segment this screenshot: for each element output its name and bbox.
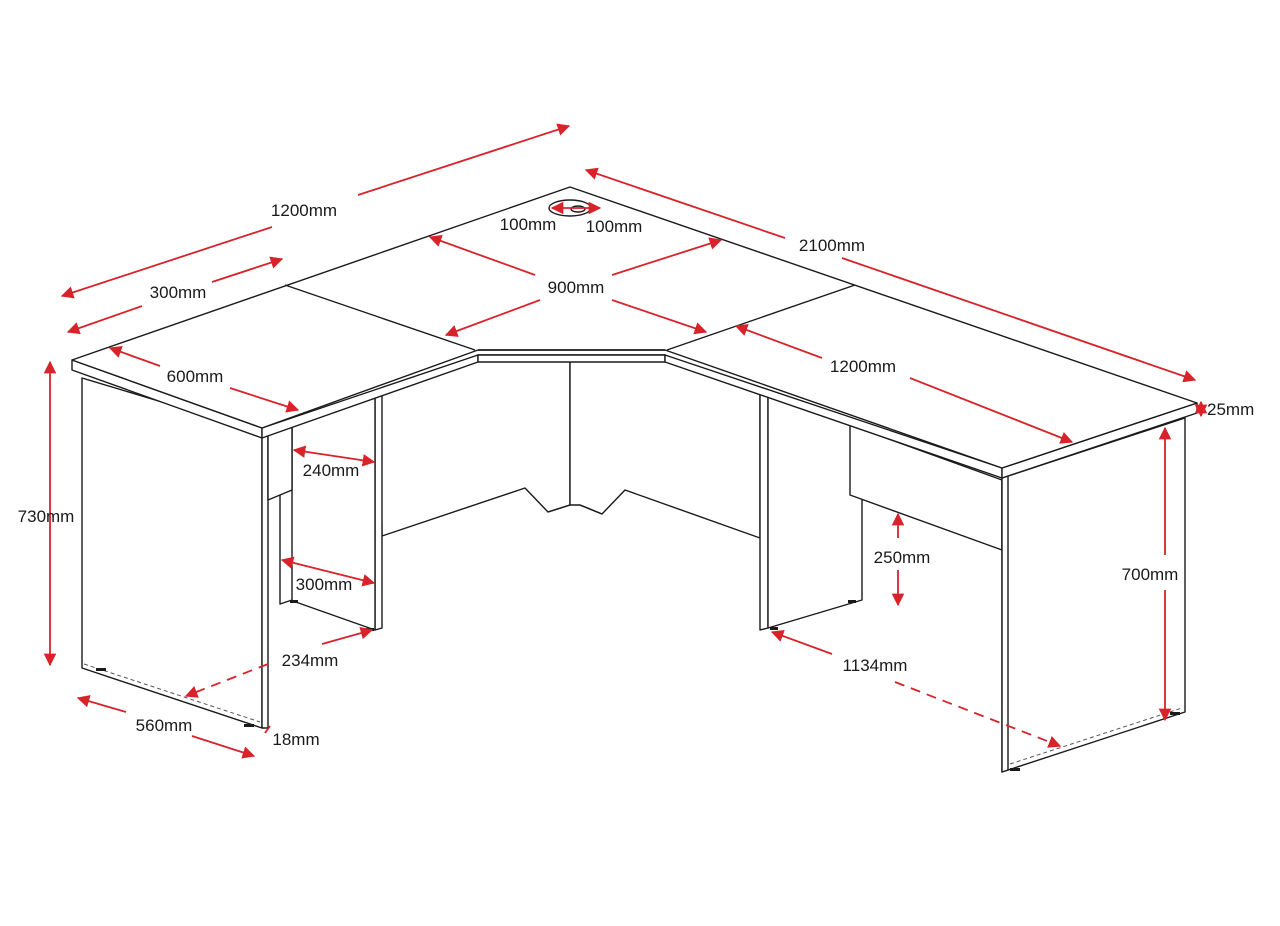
dim-arrow-560-a: [76, 695, 127, 713]
dim-arrow-300-leg: [280, 556, 376, 587]
dim-arrow-240: [292, 445, 376, 467]
label-overall-left: 1200mm: [271, 201, 337, 220]
label-overall-right: 2100mm: [799, 236, 865, 255]
dim-arrow-1200-a: [60, 226, 273, 299]
dim-arrow-900-a: [428, 234, 536, 276]
dimension-labels: 1200mm 2100mm 100mm 100mm 900mm 300mm 60…: [18, 201, 1255, 749]
desk-drawing: [71, 186, 1198, 773]
right-end-panel: [1001, 417, 1186, 773]
dim-arrow-1134-a: [770, 629, 833, 655]
dim-arrow-300-top-a: [66, 305, 143, 335]
label-corner: 900mm: [548, 278, 605, 297]
dim-arrow-2100-b: [841, 257, 1197, 383]
dim-arrow-1200-b: [357, 123, 571, 196]
dim-arrow-1200-right-a: [734, 324, 823, 359]
dimension-arrows: [43, 123, 1208, 759]
inner-modesty-panels: [379, 354, 761, 539]
label-grommet-b: 100mm: [586, 217, 643, 236]
label-panel-thickness: 18mm: [272, 730, 319, 749]
desk-top-surface: [71, 186, 1198, 469]
dim-arrow-600-b: [229, 387, 300, 413]
dim-arrow-1134-b: [894, 681, 1062, 748]
dim-arrow-900-d: [611, 299, 708, 335]
label-right-depth: 1134mm: [843, 656, 908, 675]
dim-arrow-18: [264, 725, 271, 734]
label-left-wing: 300mm: [150, 283, 207, 302]
dim-arrow-600-a: [108, 345, 161, 367]
dim-arrow-900-c: [444, 299, 541, 337]
left-inner-leg-panel: [279, 392, 383, 631]
label-height-total: 730mm: [18, 507, 75, 526]
dim-arrow-300-top-b: [211, 256, 284, 283]
dim-arrow-234-b: [184, 663, 269, 698]
dim-arrow-2100-a: [584, 167, 786, 239]
label-right-wing: 1200mm: [830, 357, 896, 376]
right-inner-leg-panel: [759, 389, 863, 631]
desk-top-edge: [71, 354, 1198, 479]
dim-arrow-234-a: [321, 626, 374, 645]
label-modesty-height: 250mm: [874, 548, 931, 567]
dim-arrow-1200-right-b: [909, 377, 1074, 444]
label-leg-inset: 300mm: [296, 575, 353, 594]
label-left-depth: 600mm: [167, 367, 224, 386]
label-grommet-a: 100mm: [500, 215, 557, 234]
dim-arrow-560-b: [191, 735, 256, 759]
label-leg-height: 700mm: [1122, 565, 1179, 584]
label-leg-gap: 234mm: [282, 651, 339, 670]
label-modesty-offset: 240mm: [303, 461, 360, 480]
label-top-thickness: 25mm: [1207, 400, 1254, 419]
dim-arrow-900-b: [611, 237, 723, 276]
label-panel-depth: 560mm: [136, 716, 193, 735]
